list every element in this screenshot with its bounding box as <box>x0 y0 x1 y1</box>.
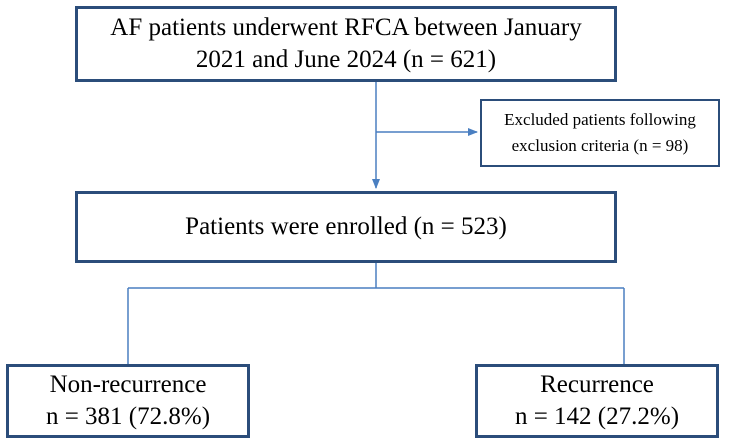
enrolled-box: Patients were enrolled (n = 523) <box>75 191 617 263</box>
recurrence-title: Recurrence <box>540 371 654 398</box>
excluded-box: Excluded patients following exclusion cr… <box>480 99 720 167</box>
excluded-line-1: Excluded patients following <box>504 110 696 129</box>
non-recurrence-count: n = 381 (72.8%) <box>45 403 211 430</box>
excluded-line-2: exclusion criteria (n = 98) <box>511 136 689 155</box>
enrolled-label: Patients were enrolled (n = 523) <box>185 213 507 240</box>
start-box: AF patients underwent RFCA between Janua… <box>75 6 617 82</box>
non-recurrence-title: Non-recurrence <box>49 371 207 398</box>
start-line-1: AF patients underwent RFCA between Janua… <box>110 14 582 41</box>
recurrence-box: Recurrence n = 142 (27.2%) <box>475 364 719 438</box>
recurrence-count: n = 142 (27.2%) <box>514 403 680 430</box>
non-recurrence-box: Non-recurrence n = 381 (72.8%) <box>6 364 250 438</box>
start-line-2: 2021 and June 2024 (n = 621) <box>195 46 497 73</box>
